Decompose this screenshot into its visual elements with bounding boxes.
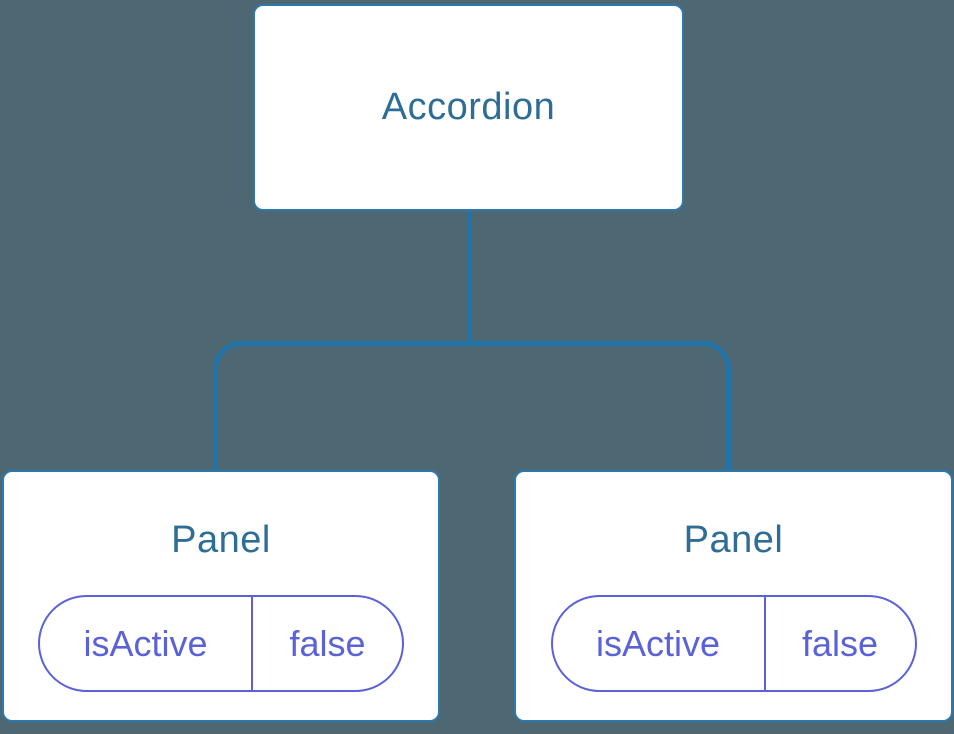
- state-value: false: [801, 622, 879, 664]
- connector-bracket-line: [213, 341, 731, 470]
- panel-left-state-pill: isActive false: [38, 595, 404, 692]
- accordion-node: Accordion: [253, 4, 684, 211]
- panel-left-label: Panel: [171, 519, 271, 561]
- connector-stem-line: [467, 211, 472, 344]
- state-key: isActive: [553, 597, 766, 690]
- state-key: isActive: [40, 597, 253, 690]
- accordion-node-label: Accordion: [381, 86, 556, 128]
- state-value: false: [289, 622, 366, 664]
- panel-node-right: Panel isActive false: [514, 470, 953, 722]
- panel-node-left: Panel isActive false: [2, 470, 440, 722]
- panel-right-label: Panel: [683, 519, 784, 561]
- panel-right-state-pill: isActive false: [550, 595, 917, 692]
